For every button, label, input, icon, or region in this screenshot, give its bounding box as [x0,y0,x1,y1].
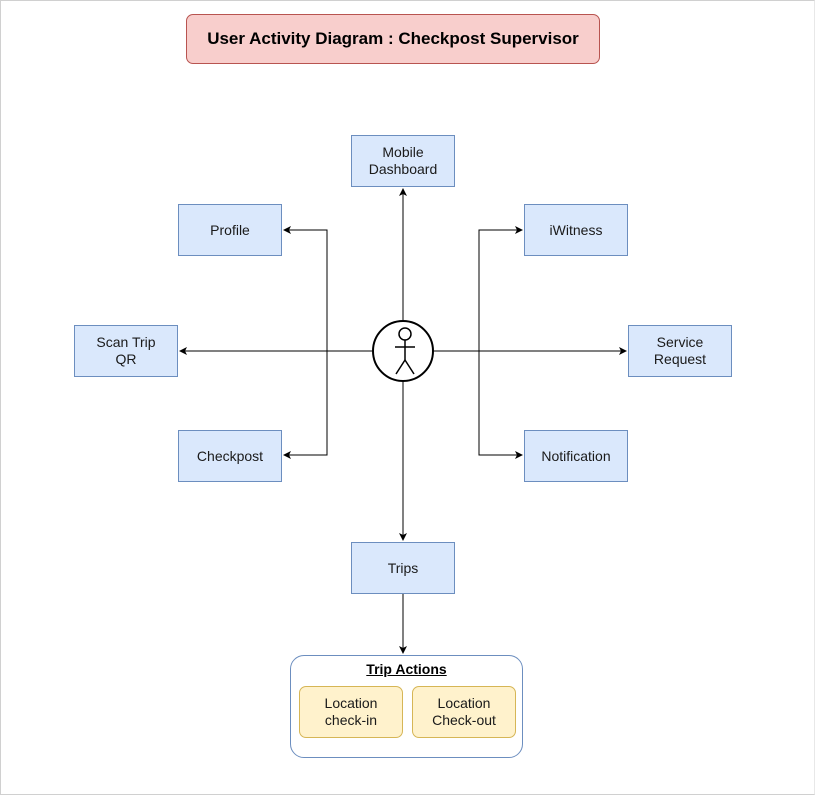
diagram-title: User Activity Diagram : Checkpost Superv… [186,14,600,64]
stick-figure-icon [395,327,415,375]
node-notification[interactable]: Notification [524,430,628,482]
node-service-request[interactable]: Service Request [628,325,732,377]
node-mobile-dashboard[interactable]: Mobile Dashboard [351,135,455,187]
node-trips[interactable]: Trips [351,542,455,594]
edge-to-notification [434,350,523,459]
node-iwitness[interactable]: iWitness [524,204,628,256]
trip-actions-group: Trip Actions Location check-in Location … [290,655,523,758]
trip-actions-title: Trip Actions [366,661,447,677]
edge-to-profile [283,226,372,352]
action-location-check-out[interactable]: Location Check-out [412,686,516,738]
action-location-check-in[interactable]: Location check-in [299,686,403,738]
edge-to-iwitness [434,226,523,352]
user-actor-icon [372,320,434,382]
node-profile[interactable]: Profile [178,204,282,256]
node-checkpost[interactable]: Checkpost [178,430,282,482]
edge-to-checkpost [283,350,372,459]
node-scan-trip-qr[interactable]: Scan Trip QR [74,325,178,377]
